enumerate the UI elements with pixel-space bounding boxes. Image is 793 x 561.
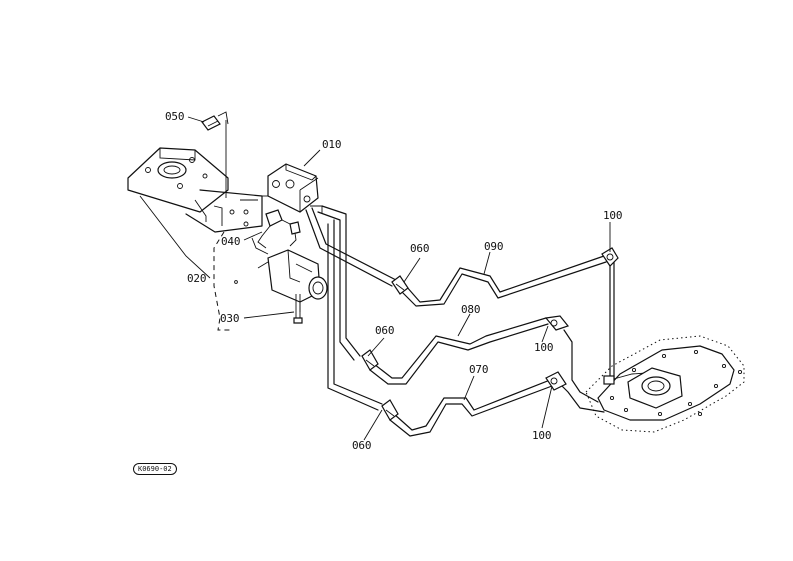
- solenoid-valve: [234, 249, 328, 312]
- part-label-020[interactable]: 020: [187, 272, 207, 285]
- part-label-060-mid[interactable]: 060: [375, 324, 395, 337]
- part-label-100-mid[interactable]: 100: [534, 341, 554, 354]
- part-label-080[interactable]: 080: [461, 303, 481, 316]
- group-bracket-line: [213, 231, 232, 331]
- connector-040: [251, 209, 301, 255]
- drawing-code-stamp: K0690-02: [133, 463, 177, 475]
- fitting-060-mid: [361, 349, 379, 371]
- bolt-030: [293, 294, 303, 324]
- fitting-060-top: [391, 275, 409, 295]
- elbow-100-top: [601, 247, 619, 267]
- fitting-060-bottom: [381, 399, 399, 421]
- part-label-090[interactable]: 090: [484, 240, 504, 253]
- part-label-040[interactable]: 040: [221, 235, 241, 248]
- part-label-060-bottom[interactable]: 060: [352, 439, 372, 452]
- part-label-070[interactable]: 070: [469, 363, 489, 376]
- valve-block-010: [267, 163, 323, 214]
- part-label-100-bottom[interactable]: 100: [532, 429, 552, 442]
- part-label-010[interactable]: 010: [322, 138, 342, 151]
- elbow-100-mid: [544, 315, 570, 331]
- part-label-050[interactable]: 050: [165, 110, 185, 123]
- transmission-cover: [585, 335, 745, 433]
- elbow-100-bottom: [545, 371, 567, 391]
- mounting-bracket: [127, 147, 278, 233]
- bolt-050: [201, 111, 229, 198]
- part-label-060-top[interactable]: 060: [410, 242, 430, 255]
- hydraulic-lines: [305, 205, 615, 437]
- part-label-030[interactable]: 030: [220, 312, 240, 325]
- leader-lines: [139, 116, 611, 441]
- part-label-100-top[interactable]: 100: [603, 209, 623, 222]
